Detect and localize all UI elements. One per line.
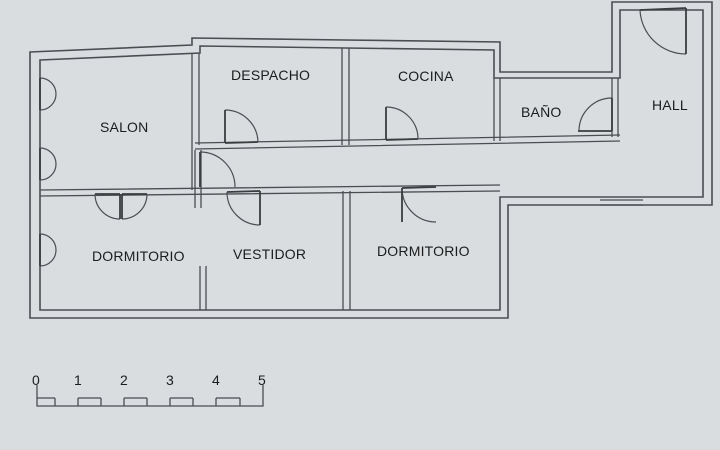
scale-tick-5: 5 [258,372,266,388]
doors [39,7,687,267]
scale-tick-4: 4 [212,372,220,388]
door-dormitorio-left [94,193,148,220]
scale-tick-3: 3 [166,372,174,388]
window-salon-upper [39,77,57,111]
scale-tick-1: 1 [74,372,82,388]
room-label-despacho: DESPACHO [231,67,310,83]
door-cocina [385,106,419,141]
scale-tick-2: 2 [120,372,128,388]
room-label-vestidor: VESTIDOR [233,246,306,262]
window-salon-lower [39,147,57,181]
door-dormitorio-right [401,186,437,223]
window-dormitorio [39,233,57,267]
door-salon-corridor [199,151,236,188]
room-labels: SALON DESPACHO COCINA BAÑO HALL DORMITOR… [92,67,688,264]
room-label-cocina: COCINA [398,68,454,84]
scale-tick-0: 0 [32,372,40,388]
outer-walls [29,1,713,319]
room-label-dormitorio-left: DORMITORIO [92,248,185,264]
room-label-hall: HALL [652,97,688,113]
door-bano [578,97,613,132]
room-label-salon: SALON [100,119,148,135]
room-label-dormitorio-right: DORMITORIO [377,243,470,259]
room-label-bano: BAÑO [521,104,561,120]
scale-bar: 0 1 2 3 4 5 [32,372,266,407]
door-entry [639,7,687,55]
door-despacho [224,109,259,144]
door-vestidor [226,190,261,226]
